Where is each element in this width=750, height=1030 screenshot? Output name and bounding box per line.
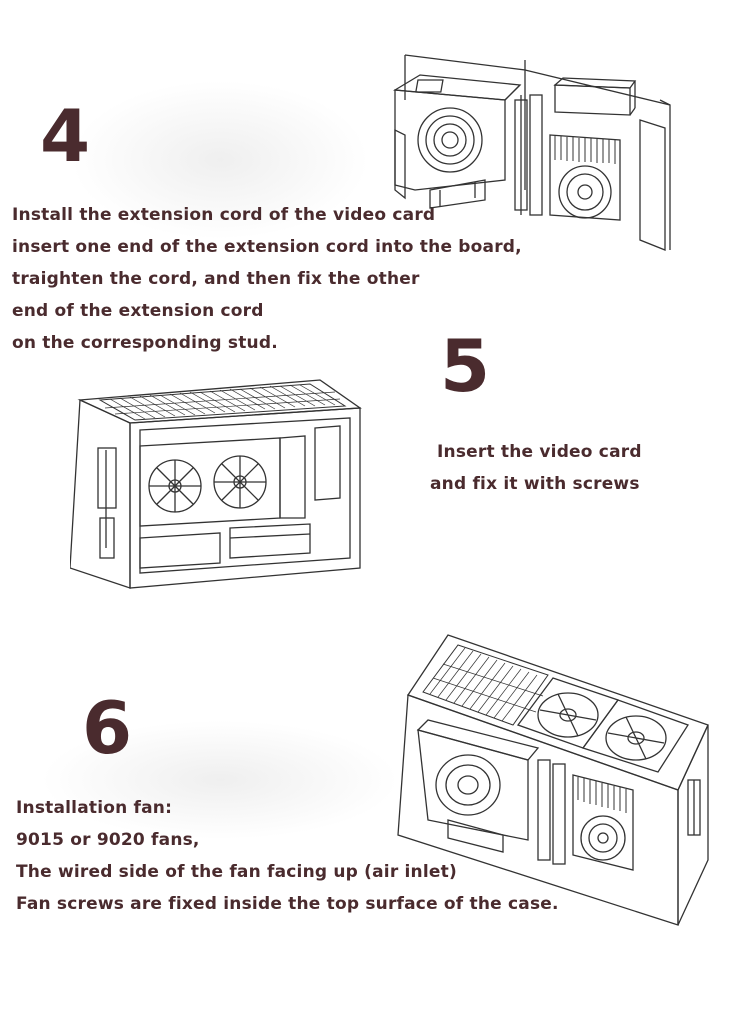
step-4-line-4: end of the extension cord [12, 301, 264, 321]
step-4-number: 4 [40, 94, 91, 178]
step-6-line-3: The wired side of the fan facing up (air… [16, 862, 457, 882]
step-4-line-2: insert one end of the extension cord int… [12, 237, 522, 257]
step-4-line-3: traighten the cord, and then fix the oth… [12, 269, 420, 289]
step-6-illustration-case-with-fans [388, 630, 718, 930]
step-6-line-1: Installation fan: [16, 798, 173, 818]
step-6-number: 6 [82, 686, 133, 770]
step-5-illustration-case-with-video-card [70, 368, 365, 593]
step-4-line-5: on the corresponding stud. [12, 333, 278, 353]
step-6-line-2: 9015 or 9020 fans, [16, 830, 200, 850]
background-glow-top [70, 80, 370, 240]
step-5-number: 5 [440, 324, 491, 408]
background-glow-bottom [40, 720, 400, 840]
step-6-line-4: Fan screws are fixed inside the top surf… [16, 894, 559, 914]
step-5-line-2: and fix it with screws [430, 474, 640, 494]
step-5-line-1: Insert the video card [437, 442, 642, 462]
step-4-illustration-case-interior [385, 40, 685, 260]
step-4-line-1: Install the extension cord of the video … [12, 205, 436, 225]
